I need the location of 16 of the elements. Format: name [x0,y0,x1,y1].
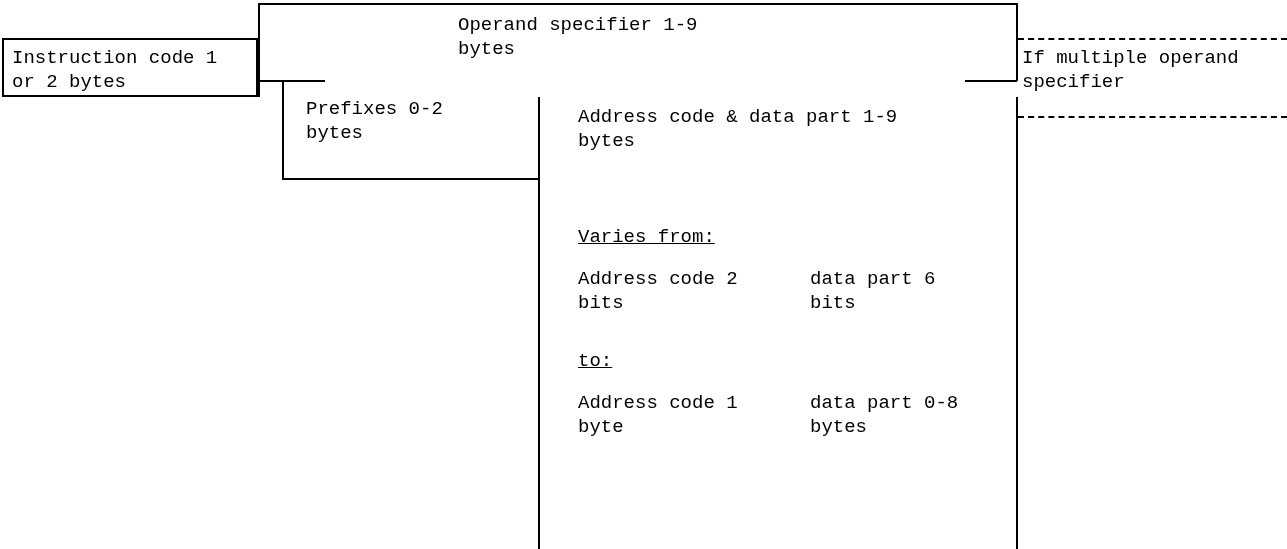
box-label: Prefixes 0-2 bytes [306,97,444,145]
box-label: Instruction code 1 or 2 bytes [12,46,219,94]
section-heading: Varies from: [578,225,716,249]
prefixes-box [282,81,538,180]
field-label: data part 6 bits [810,267,937,315]
field-label: data part 0-8 bytes [810,391,960,439]
box-label: If multiple operand specifier [1022,46,1240,94]
section-heading: to: [578,349,614,373]
box-label: Operand specifier 1-9 bytes [458,13,699,61]
address-data-part-box [538,97,1018,549]
field-label: Address code 2 bits [578,267,739,315]
address-part-heading: Address code & data part 1-9 bytes [578,105,898,153]
instruction-code-box [2,38,258,97]
field-label: Address code 1 byte [578,391,739,439]
operand-specifier-box [258,3,1018,97]
multiple-operand-note-box [1018,38,1287,118]
